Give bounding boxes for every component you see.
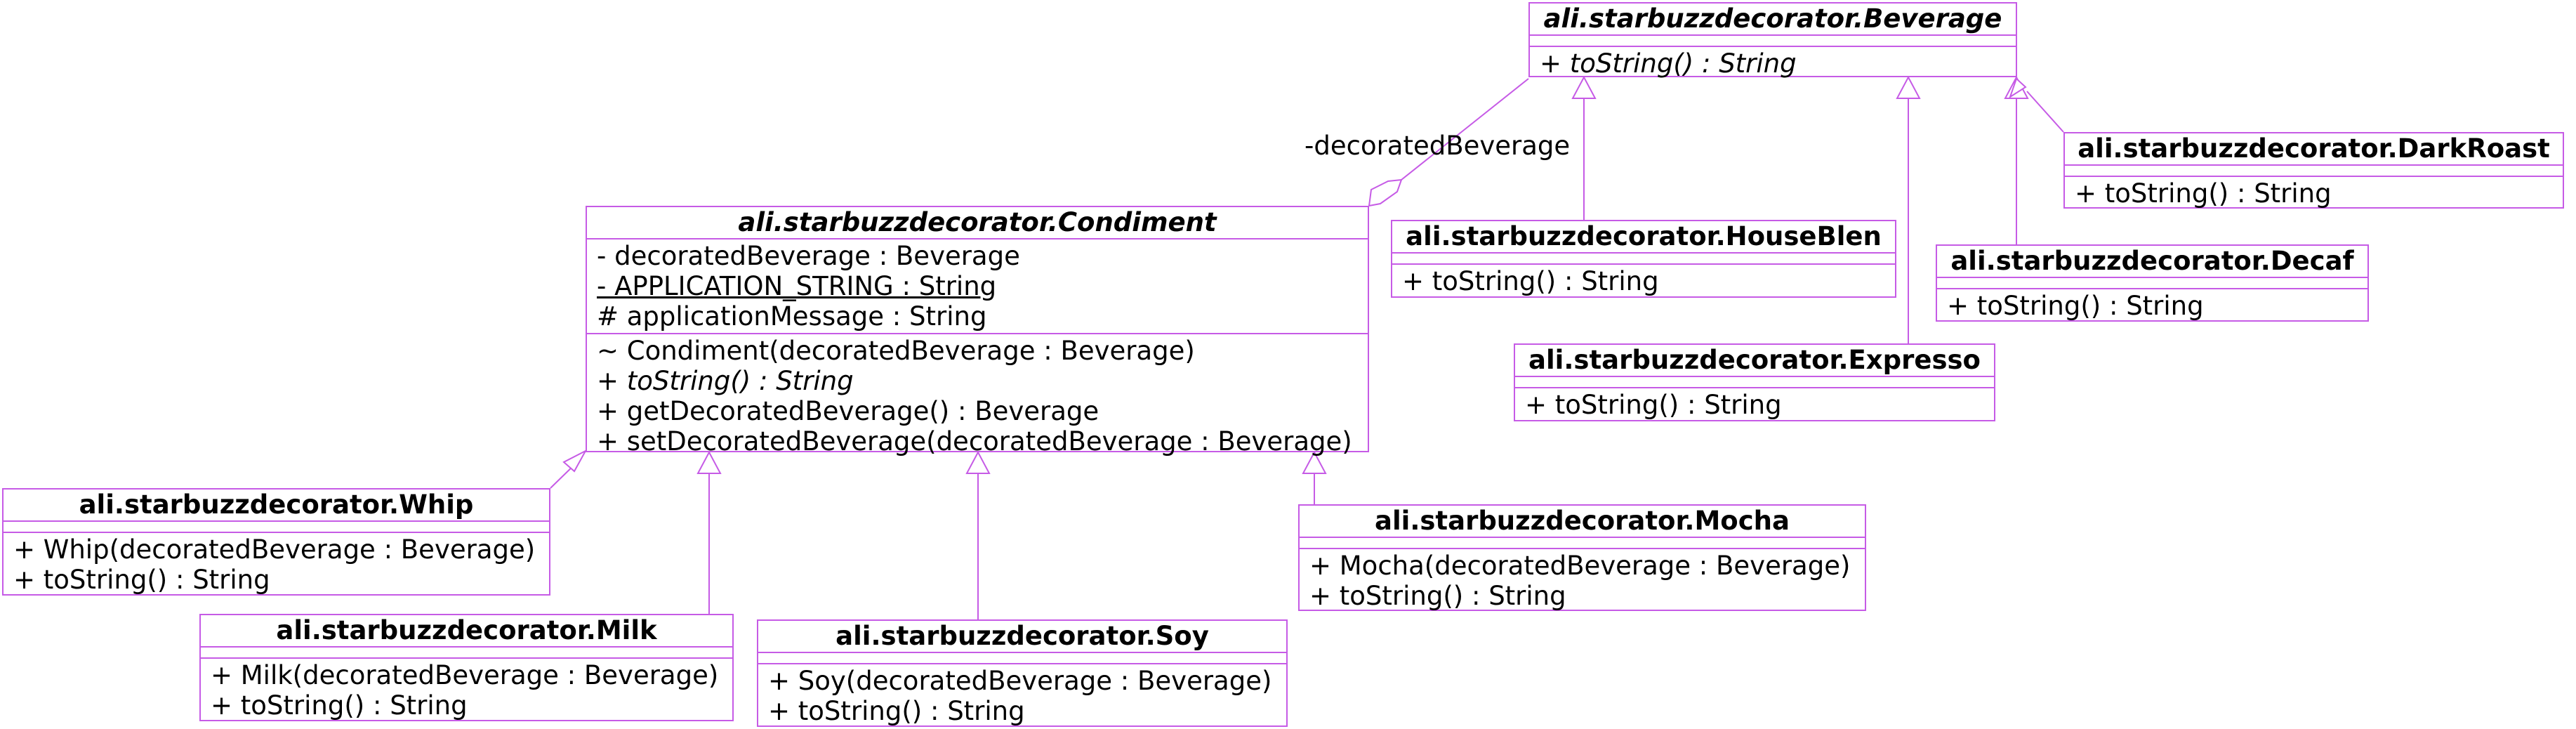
class-houseblen[interactable]: ali.starbuzzdecorator.HouseBlen + toStri… xyxy=(1391,220,1896,298)
operation: + getDecoratedBeverage() : Beverage xyxy=(597,396,1099,426)
class-beverage-name: ali.starbuzzdecorator.Beverage xyxy=(1530,4,2016,36)
class-condiment-operations: ~ Condiment(decoratedBeverage : Beverage… xyxy=(587,334,1368,458)
operation: + toString() : String xyxy=(1540,48,1797,79)
class-expresso-operations: + toString() : String xyxy=(1515,388,1994,421)
class-milk-name: ali.starbuzzdecorator.Milk xyxy=(201,615,732,648)
class-condiment[interactable]: ali.starbuzzdecorator.Condiment - decora… xyxy=(586,206,1369,457)
operation: + toString() : String xyxy=(13,565,270,595)
class-milk[interactable]: ali.starbuzzdecorator.Milk + Milk(decora… xyxy=(199,614,734,721)
class-decaf-attributes xyxy=(1937,278,2367,289)
class-whip-name: ali.starbuzzdecorator.Whip xyxy=(4,490,549,522)
class-decaf[interactable]: ali.starbuzzdecorator.Decaf + toString()… xyxy=(1936,244,2369,322)
class-condiment-name: ali.starbuzzdecorator.Condiment xyxy=(587,207,1368,239)
aggregation-diamond xyxy=(1368,178,1403,207)
operation: + toString() : String xyxy=(211,690,468,721)
operation: ~ Condiment(decoratedBeverage : Beverage… xyxy=(597,336,1195,366)
class-beverage[interactable]: ali.starbuzzdecorator.Beverage + toStrin… xyxy=(1528,2,2017,80)
attribute: # applicationMessage : String xyxy=(597,301,987,331)
operation: + Soy(decoratedBeverage : Beverage) xyxy=(768,666,1272,696)
operation: + setDecoratedBeverage(decoratedBeverage… xyxy=(597,426,1352,457)
class-mocha-attributes xyxy=(1300,538,1865,549)
generalization-arrow-darkroast xyxy=(2009,77,2027,99)
attribute-static: - APPLICATION_STRING : String xyxy=(597,271,997,301)
operation: + Mocha(decoratedBeverage : Beverage) xyxy=(1309,551,1851,581)
class-soy-operations: + Soy(decoratedBeverage : Beverage) + to… xyxy=(758,664,1286,728)
operation: + toString() : String xyxy=(1402,266,1659,296)
class-darkroast[interactable]: ali.starbuzzdecorator.DarkRoast + toStri… xyxy=(2063,132,2564,209)
association-decorated-beverage xyxy=(1401,78,1529,180)
operation: + Whip(decoratedBeverage : Beverage) xyxy=(13,534,536,565)
class-darkroast-operations: + toString() : String xyxy=(2065,177,2563,210)
generalization-darkroast xyxy=(2026,91,2064,133)
generalization-arrow-soy xyxy=(965,450,991,474)
class-milk-attributes xyxy=(201,648,732,659)
class-expresso-attributes xyxy=(1515,377,1994,388)
class-whip[interactable]: ali.starbuzzdecorator.Whip + Whip(decora… xyxy=(2,488,550,596)
class-soy-name: ali.starbuzzdecorator.Soy xyxy=(758,621,1286,653)
operation: + toString() : String xyxy=(1525,390,1782,420)
generalization-arrow-milk xyxy=(696,450,722,474)
generalization-arrow-mocha xyxy=(1302,450,1327,474)
operation: + toString() : String xyxy=(1947,291,2204,321)
class-expresso-name: ali.starbuzzdecorator.Expresso xyxy=(1515,345,1994,377)
association-role-label: -decoratedBeverage xyxy=(1304,131,1571,161)
operation: + toString() : String xyxy=(597,366,854,396)
class-houseblen-name: ali.starbuzzdecorator.HouseBlen xyxy=(1392,221,1895,254)
class-condiment-attributes: - decoratedBeverage : Beverage - APPLICA… xyxy=(587,239,1368,334)
class-soy-attributes xyxy=(758,653,1286,664)
class-mocha-name: ali.starbuzzdecorator.Mocha xyxy=(1300,506,1865,538)
class-mocha[interactable]: ali.starbuzzdecorator.Mocha + Mocha(deco… xyxy=(1298,504,1866,611)
class-mocha-operations: + Mocha(decoratedBeverage : Beverage) + … xyxy=(1300,549,1865,612)
class-darkroast-attributes xyxy=(2065,166,2563,177)
operation: + toString() : String xyxy=(1309,581,1566,611)
generalization-arrow-expresso xyxy=(1896,75,1921,99)
class-houseblen-operations: + toString() : String xyxy=(1392,265,1895,298)
generalization-arrow-whip xyxy=(562,449,588,473)
class-expresso[interactable]: ali.starbuzzdecorator.Expresso + toStrin… xyxy=(1514,343,1995,421)
class-beverage-attributes xyxy=(1530,36,2016,47)
class-decaf-operations: + toString() : String xyxy=(1937,289,2367,322)
class-beverage-operations: + toString() : String xyxy=(1530,47,2016,80)
operation: + toString() : String xyxy=(768,696,1025,726)
class-houseblen-attributes xyxy=(1392,254,1895,265)
class-whip-operations: + Whip(decoratedBeverage : Beverage) + t… xyxy=(4,533,549,596)
generalization-arrow-houseblen xyxy=(1571,75,1597,99)
class-milk-operations: + Milk(decoratedBeverage : Beverage) + t… xyxy=(201,659,732,722)
class-darkroast-name: ali.starbuzzdecorator.DarkRoast xyxy=(2065,133,2563,166)
class-soy[interactable]: ali.starbuzzdecorator.Soy + Soy(decorate… xyxy=(757,619,1288,727)
operation: + toString() : String xyxy=(2075,178,2332,209)
attribute: - decoratedBeverage : Beverage xyxy=(597,241,1020,271)
class-whip-attributes xyxy=(4,522,549,533)
class-decaf-name: ali.starbuzzdecorator.Decaf xyxy=(1937,246,2367,278)
operation: + Milk(decoratedBeverage : Beverage) xyxy=(211,660,719,690)
